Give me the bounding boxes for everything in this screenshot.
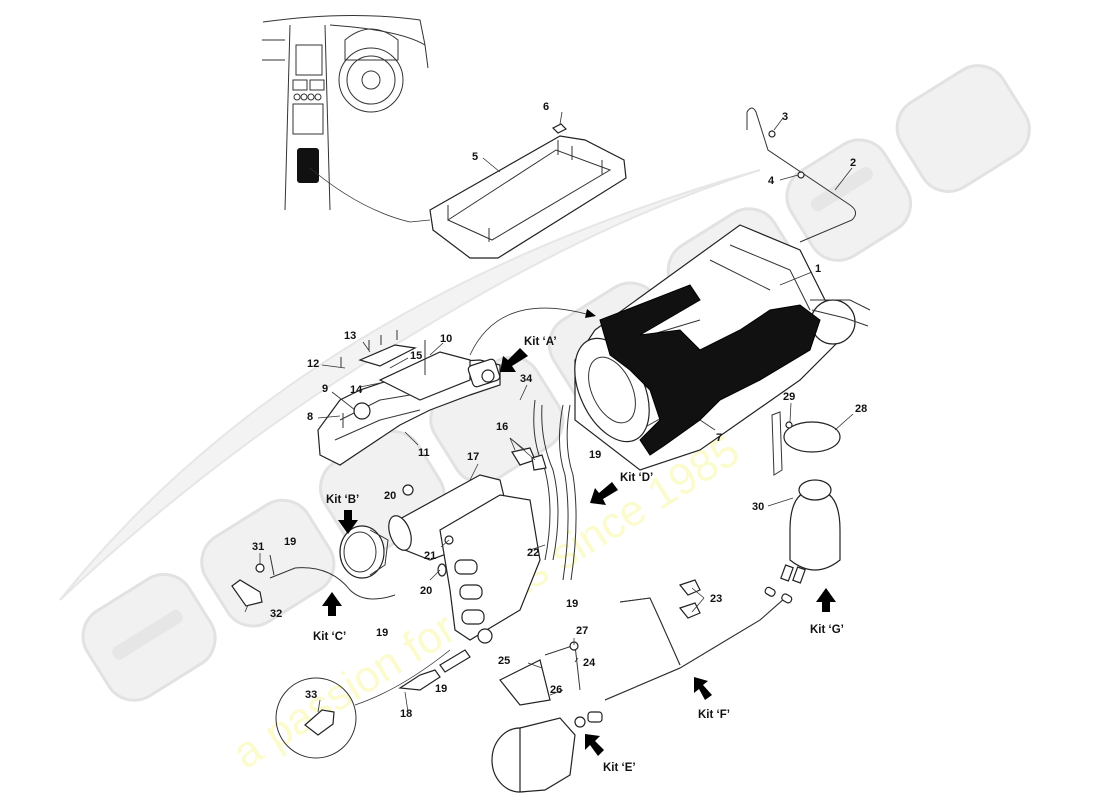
kit-g-label: Kit ‘G’ xyxy=(810,624,844,636)
callout-23: 23 xyxy=(710,593,722,605)
part-33-detail-circle xyxy=(275,649,451,759)
kit-f: Kit ‘F’ xyxy=(694,677,730,721)
kit-c-arrow xyxy=(322,592,342,616)
callout-22: 22 xyxy=(527,547,539,559)
hydraulic-unit xyxy=(388,474,541,644)
callout-labels: 1 2 3 4 5 6 7 8 9 10 11 12 13 14 15 16 1… xyxy=(252,101,867,720)
callout-13: 13 xyxy=(344,330,356,342)
kit-a-arrow xyxy=(500,348,528,372)
callout-20-a: 20 xyxy=(384,490,396,502)
callout-12: 12 xyxy=(307,358,319,370)
callout-25: 25 xyxy=(498,655,510,667)
callout-29: 29 xyxy=(783,391,795,403)
kit-g: Kit ‘G’ xyxy=(810,588,844,636)
kit-c-hose xyxy=(231,554,396,607)
callout-27: 27 xyxy=(576,625,588,637)
callout-6: 6 xyxy=(543,101,549,113)
callout-11: 11 xyxy=(418,447,430,459)
callout-26: 26 xyxy=(550,684,562,696)
callout-30: 30 xyxy=(752,501,764,513)
callout-10: 10 xyxy=(440,333,452,345)
callout-28: 28 xyxy=(855,403,867,415)
kit-f-label: Kit ‘F’ xyxy=(698,709,730,721)
callout-17: 17 xyxy=(467,451,479,463)
callout-14: 14 xyxy=(350,384,363,396)
callout-19-e: 19 xyxy=(589,449,601,461)
kit-a: Kit ‘A’ xyxy=(500,336,557,372)
callout-7: 7 xyxy=(716,432,722,444)
part-7-actuator xyxy=(599,284,821,456)
kit-d-arrow xyxy=(590,482,618,505)
kit-e: Kit ‘E’ xyxy=(585,734,636,774)
callout-34: 34 xyxy=(520,373,533,385)
callout-18: 18 xyxy=(400,708,412,720)
callout-9: 9 xyxy=(322,383,328,395)
callout-16: 16 xyxy=(496,421,508,433)
part-18-sensor xyxy=(398,649,471,691)
callout-2: 2 xyxy=(850,157,856,169)
kit-c-label: Kit ‘C’ xyxy=(313,631,346,643)
gear-selector-highlight xyxy=(297,148,319,183)
callout-33: 33 xyxy=(305,689,317,701)
callout-32: 32 xyxy=(270,608,282,620)
selector-assembly xyxy=(317,330,501,466)
kit-b: Kit ‘B’ xyxy=(326,494,359,534)
callout-3: 3 xyxy=(782,111,788,123)
part-1-gearbox xyxy=(574,224,871,471)
kit-f-arrow xyxy=(694,677,712,700)
kit-b-clamp xyxy=(339,525,389,579)
kit-b-arrow xyxy=(338,510,358,534)
callout-31: 31 xyxy=(252,541,264,553)
callout-20-b: 20 xyxy=(420,585,432,597)
watermark-swoosh xyxy=(59,169,761,601)
kit-e-label: Kit ‘E’ xyxy=(603,762,636,774)
part-5-tray xyxy=(429,123,627,259)
kit-e-arrow xyxy=(585,734,604,756)
kit-c: Kit ‘C’ xyxy=(313,592,346,643)
callout-24: 24 xyxy=(583,657,596,669)
callout-4: 4 xyxy=(768,175,775,187)
kit-g-reservoir xyxy=(771,411,841,584)
callout-19-c: 19 xyxy=(435,683,447,695)
kit-b-label: Kit ‘B’ xyxy=(326,494,359,506)
callout-19-a: 19 xyxy=(284,536,296,548)
kit-f-pipes xyxy=(604,579,793,701)
dashboard-inset xyxy=(262,14,431,223)
callout-8: 8 xyxy=(307,411,313,423)
kit-e-pump xyxy=(491,641,603,793)
leader-lines xyxy=(244,111,854,713)
kit-d-label: Kit ‘D’ xyxy=(620,472,653,484)
kit-g-arrow xyxy=(816,588,836,612)
leader-to-gearbox xyxy=(469,307,591,356)
kit-d: Kit ‘D’ xyxy=(590,472,653,505)
callout-5: 5 xyxy=(472,151,478,163)
callout-19-b: 19 xyxy=(376,627,388,639)
callout-15: 15 xyxy=(410,350,422,362)
callout-21: 21 xyxy=(424,550,436,562)
callout-1: 1 xyxy=(815,263,821,275)
callout-19-d: 19 xyxy=(566,598,578,610)
kit-a-label: Kit ‘A’ xyxy=(524,336,557,348)
